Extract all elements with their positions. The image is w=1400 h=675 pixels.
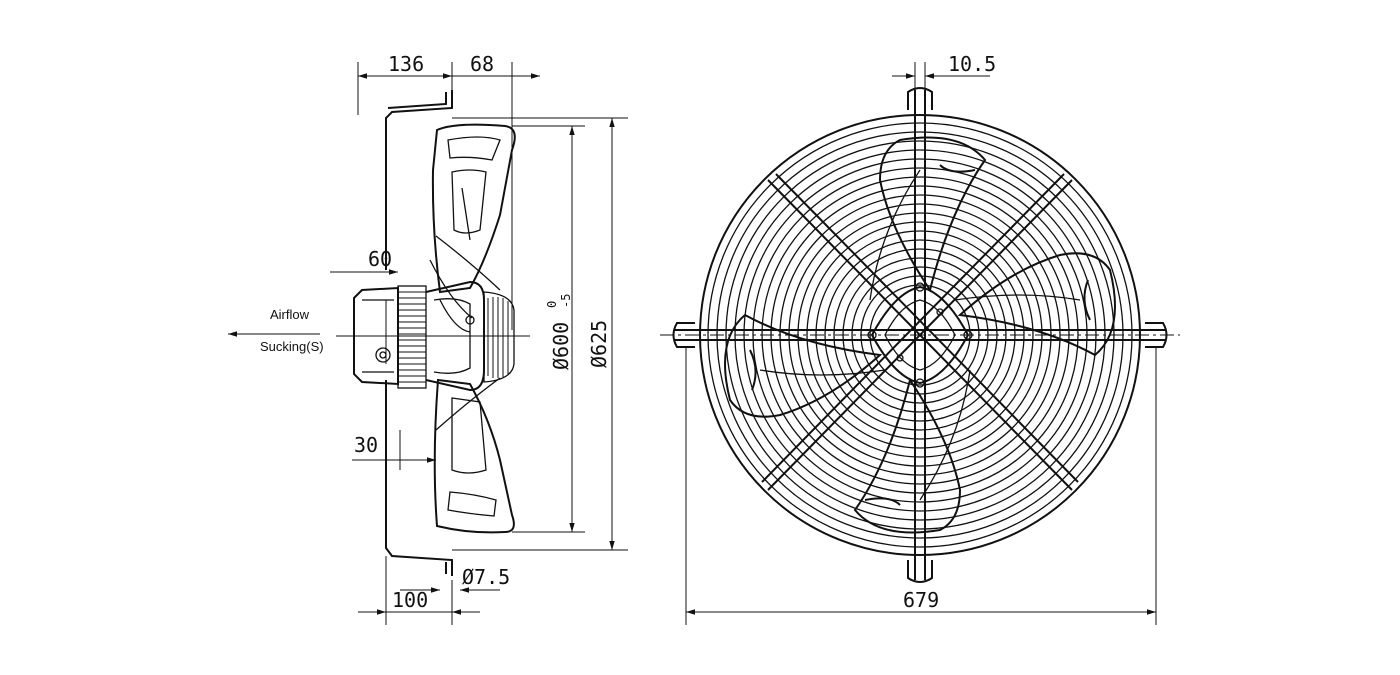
dim-136-68: 136 68 — [357, 52, 540, 330]
dim-d625: Ø625 — [452, 117, 628, 551]
dim-679: 679 — [685, 348, 1157, 625]
dim-d600: Ø600 0 -5 — [512, 125, 585, 533]
dim-136-text: 136 — [388, 52, 424, 76]
dim-d625-text: Ø625 — [587, 320, 611, 368]
dim-30: 30 — [352, 430, 436, 470]
dim-100-text: 100 — [392, 588, 428, 612]
airflow-label: Airflow — [270, 307, 310, 322]
dim-d600-tol-upper: 0 — [545, 301, 559, 308]
front-view: 10.5 679 — [660, 52, 1180, 625]
dim-d7-5-text: Ø7.5 — [462, 565, 510, 589]
dim-d600-tol-lower: -5 — [559, 294, 573, 308]
dim-10-5: 10.5 — [892, 52, 996, 90]
blade-lower — [433, 377, 515, 534]
motor-fins — [398, 291, 426, 383]
dim-100-d7-5: 100 Ø7.5 — [358, 556, 510, 625]
dim-679-text: 679 — [903, 588, 939, 612]
fan-blades — [724, 136, 1116, 534]
dim-60: 60 — [330, 247, 398, 275]
dim-60-text: 60 — [368, 247, 392, 271]
dim-68-text: 68 — [470, 52, 494, 76]
motor-hub — [353, 259, 515, 392]
sucking-label: Sucking(S) — [260, 339, 324, 354]
dim-d600-text: Ø600 — [549, 322, 573, 370]
rotor-ribs — [487, 297, 509, 378]
blade-upper — [431, 123, 516, 294]
airflow-indicator: Airflow Sucking(S) — [228, 307, 324, 354]
mounting-bracket — [385, 90, 453, 576]
dim-10-5-text: 10.5 — [948, 52, 996, 76]
side-view: 136 68 — [228, 52, 628, 625]
dim-30-text: 30 — [354, 433, 378, 457]
